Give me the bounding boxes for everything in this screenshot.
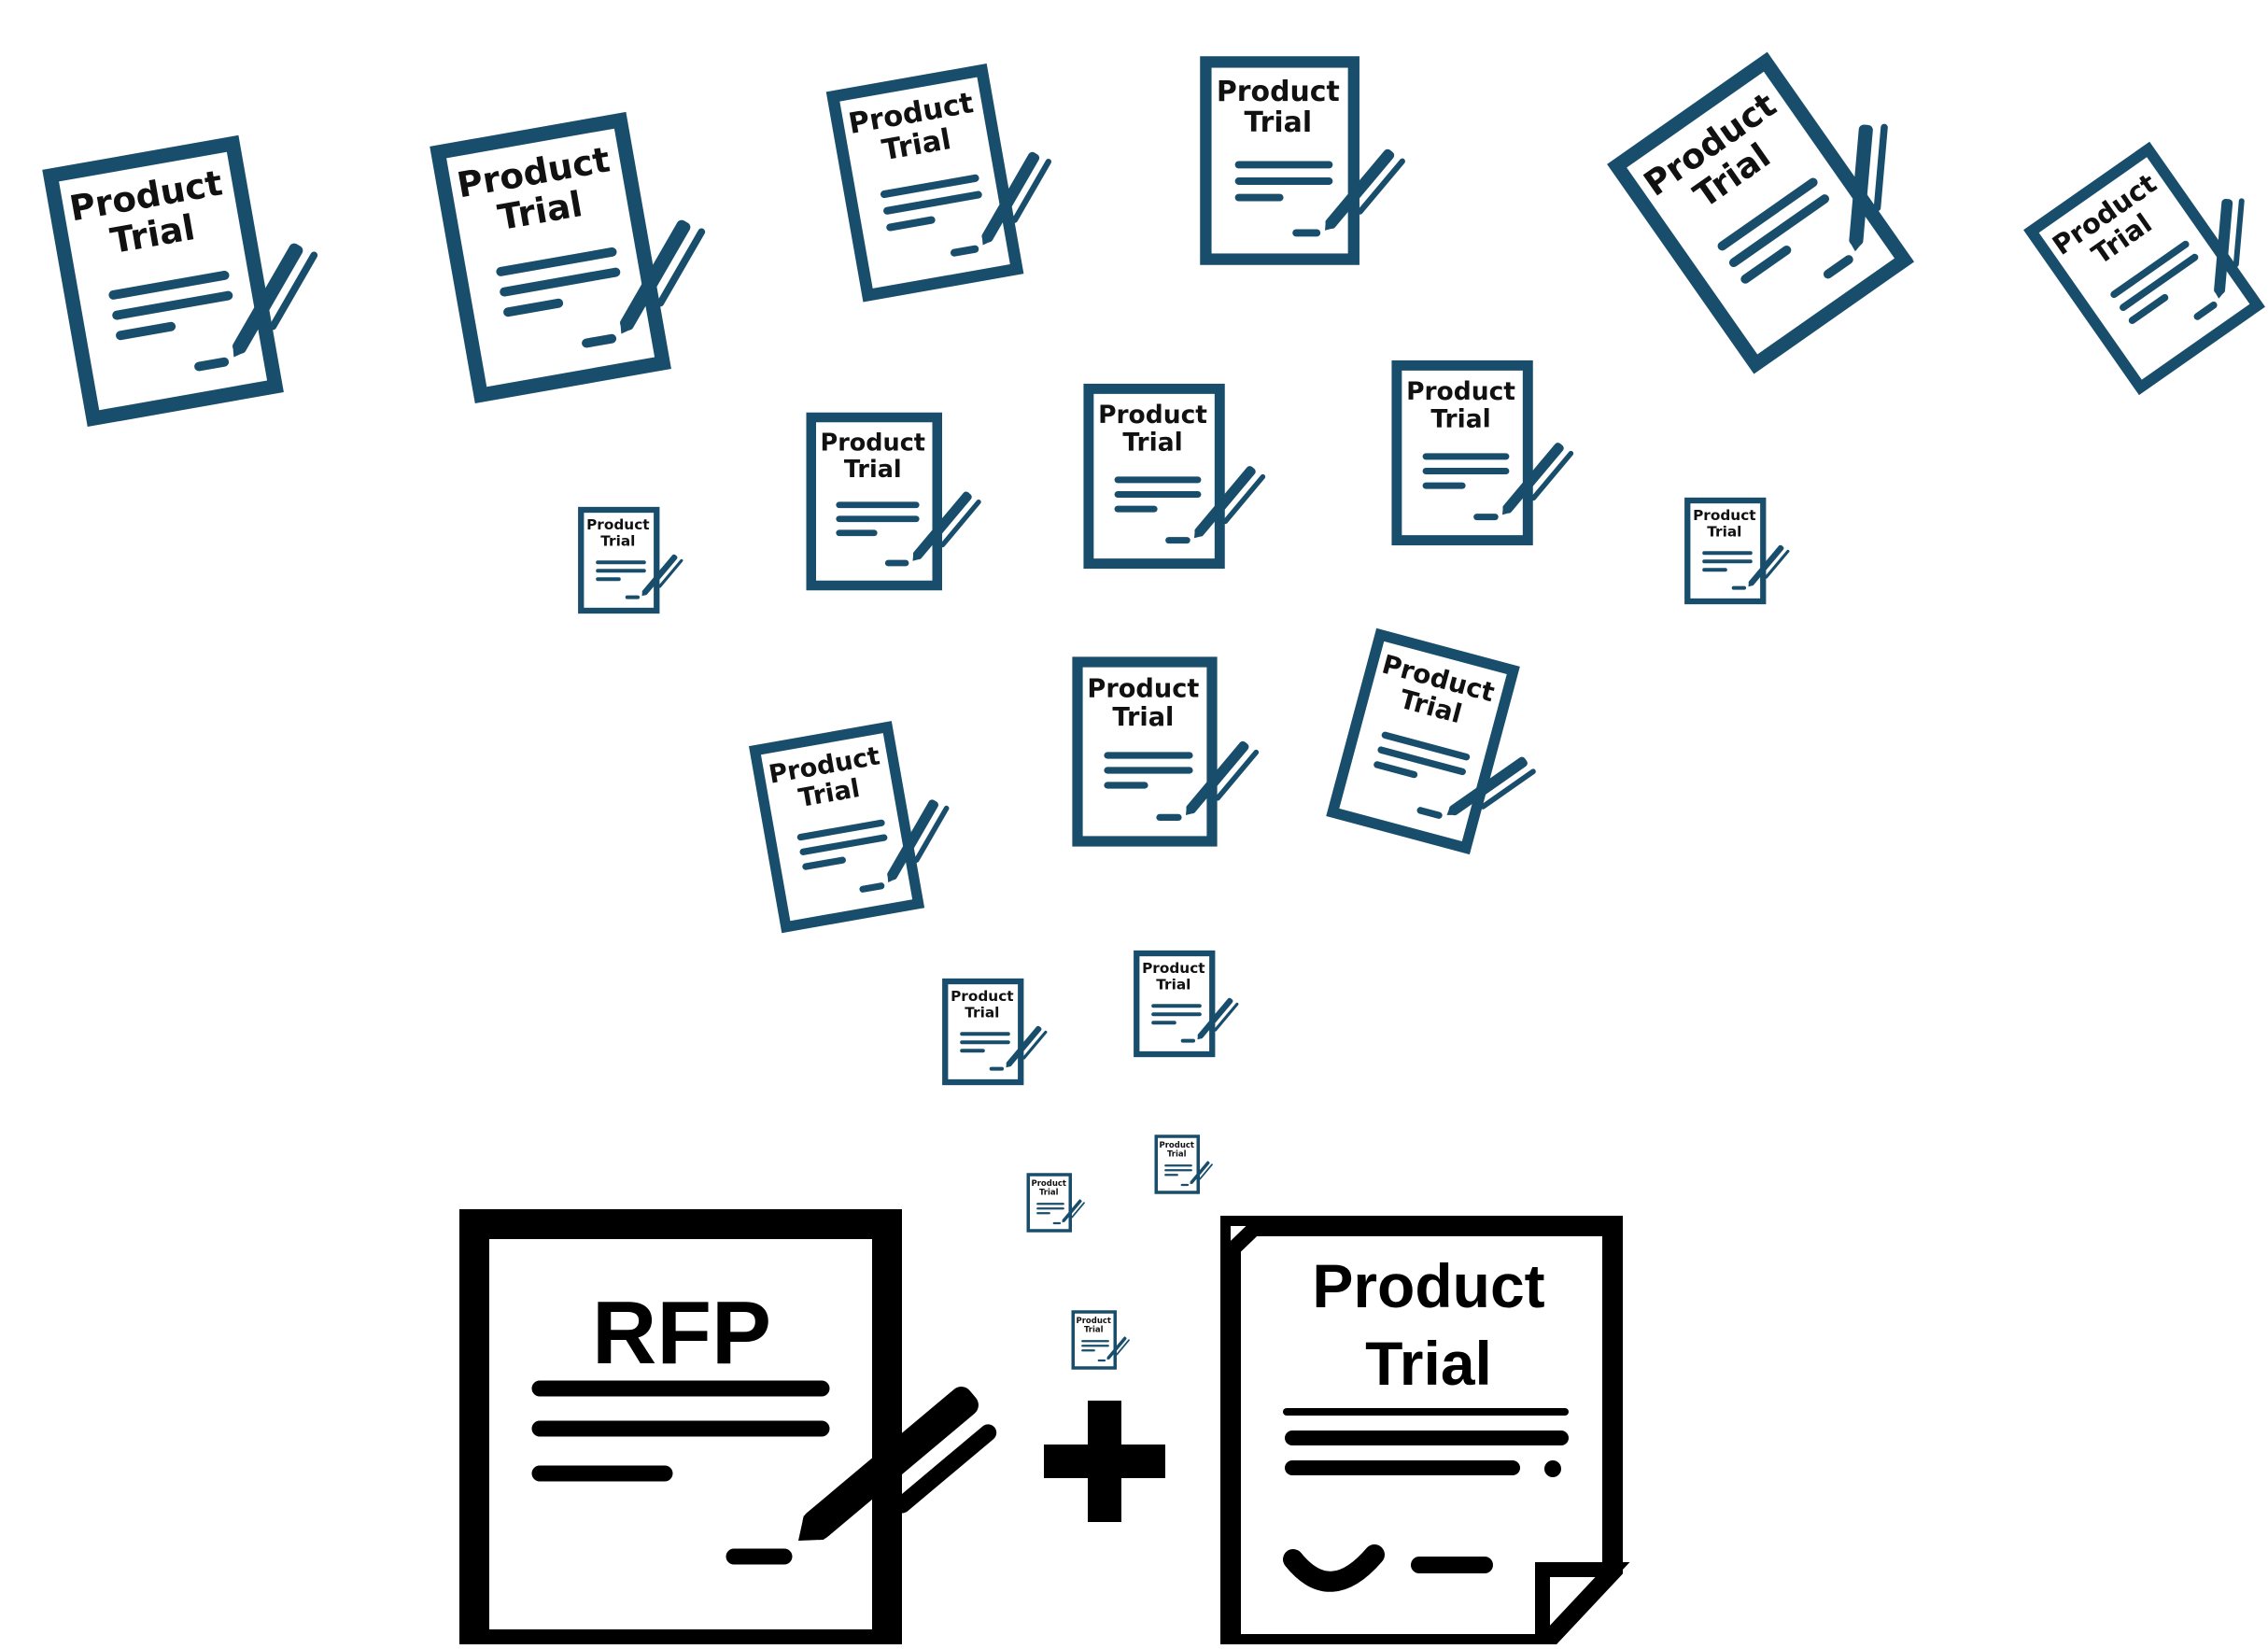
doc-label-line1: Product (1160, 1141, 1195, 1150)
doc-label-line1: Product (586, 516, 649, 533)
doc-label-line2: Trial (1430, 405, 1490, 434)
doc-label-line2: Trial (1084, 1325, 1104, 1334)
doc-label-line2: Trial (844, 456, 902, 484)
doc-label-line2: Trial (1245, 106, 1313, 139)
rfp-document-icon: RFP (459, 1209, 997, 1649)
doc-label-line2: Trial (965, 1004, 999, 1021)
plus-icon (1044, 1401, 1165, 1522)
rfp-label: RFP (592, 1283, 771, 1383)
doc-label-line1: Product (821, 429, 926, 457)
product-trial-document-icon: Product Trial (1220, 1216, 1630, 1649)
doc-label-line2: Trial (600, 532, 635, 549)
doc-label-line1: Product (1406, 377, 1515, 406)
doc-label-line2: Trial (1039, 1188, 1059, 1197)
doc-label-line2: Trial (1112, 703, 1174, 732)
doc-label-line1: Product (951, 988, 1013, 1005)
product-trial-document-group: ProductTrialProductTrialProductTrialProd… (50, 27, 2268, 1370)
doc-label-line1: Product (1217, 76, 1340, 108)
final-label-line1: Product (1312, 1251, 1544, 1320)
doc-label-line2: Trial (1167, 1149, 1187, 1159)
doc-label-line1: Product (1032, 1179, 1067, 1189)
doc-label-line1: Product (1087, 675, 1199, 704)
doc-label-line1: Product (1142, 960, 1204, 977)
doc-label-line2: Trial (1122, 429, 1182, 458)
doc-label-line1: Product (1098, 401, 1207, 430)
final-label-line2: Trial (1365, 1329, 1492, 1398)
pen-icon (798, 1387, 997, 1541)
doc-label-line2: Trial (1156, 976, 1190, 993)
doc-label-line2: Trial (1707, 523, 1741, 540)
doc-label-line1: Product (1077, 1317, 1112, 1326)
doc-label-line1: Product (1693, 507, 1755, 524)
